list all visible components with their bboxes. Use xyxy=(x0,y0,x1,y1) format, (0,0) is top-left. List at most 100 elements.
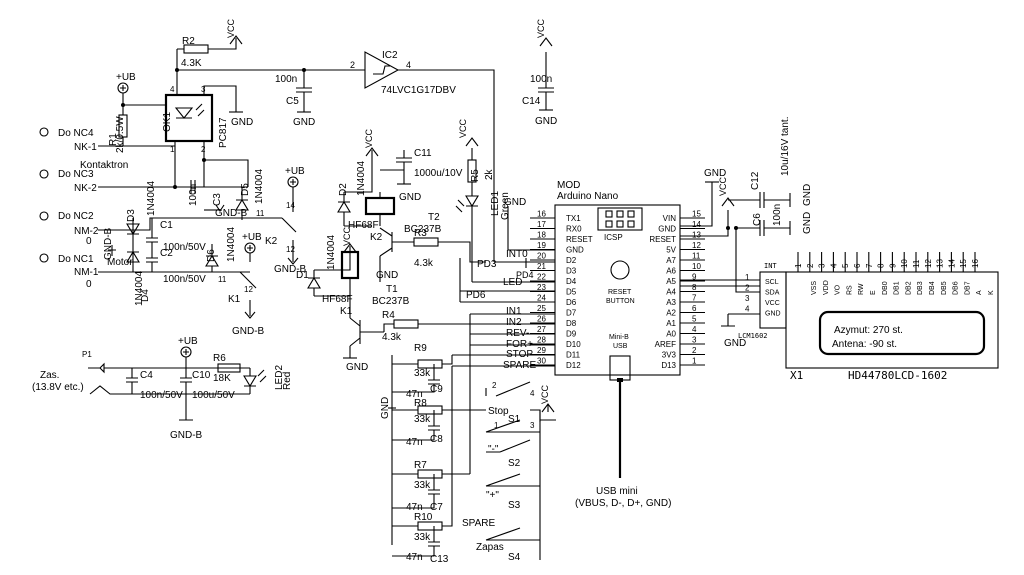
k1-pin12: 12 xyxy=(244,285,253,294)
motor-label: Motor xyxy=(107,257,133,268)
nano-left-pin-name: D2 xyxy=(566,256,577,265)
nano-right-pin-number: 2 xyxy=(692,346,697,355)
c4-label: C4 xyxy=(140,370,153,381)
hf68-k1: HF68F xyxy=(322,294,353,305)
lcd-pin-number: 6 xyxy=(853,263,862,268)
c6-gnd: GND xyxy=(802,212,813,234)
lcd-pin-name: RS xyxy=(846,285,853,295)
nano-right-pin-name: VIN xyxy=(663,214,677,223)
c10-capacitor: C10 100u/50V xyxy=(180,368,235,401)
c3-capacitor: 100n C3 xyxy=(174,146,223,206)
c14-vcc: VCC xyxy=(536,18,546,38)
zas-voltage: (13.8V etc.) xyxy=(32,382,84,393)
vcc-r2: VCC xyxy=(226,18,236,38)
nano-left-pin-number: 26 xyxy=(537,315,546,324)
s1-label: S1 xyxy=(508,414,521,425)
lcd-pin-name: DB0 xyxy=(882,281,889,295)
reset-button-label: RESET xyxy=(608,289,632,296)
gndb-1: GND-B xyxy=(215,208,248,219)
r10-label: R10 xyxy=(414,512,433,523)
nano-right-pin-name: A3 xyxy=(666,298,676,307)
nano-left-pin-name: D10 xyxy=(566,340,581,349)
plus-button-label: "+" xyxy=(486,490,499,501)
c1-c2-capacitors: C1 100n/50V C2 100n/50V Motor xyxy=(107,218,206,285)
ok1-pin4: 4 xyxy=(170,85,175,94)
ic2-pin4: 4 xyxy=(406,60,411,70)
r7-c7: R7 33k 47n C7 xyxy=(392,460,470,513)
vcc-k1: VCC xyxy=(342,226,352,246)
s4-switch: Zapas S4 xyxy=(476,527,540,563)
in1-label: IN1 xyxy=(506,306,522,317)
lcd-pins: 1VSS2VDD3VO4RS5RW6E7DB08DB19DB210DB311DB… xyxy=(794,252,995,295)
i2c-pin-name: SCL xyxy=(765,279,779,286)
lcd-pin-name: DB2 xyxy=(905,281,912,295)
nano-left-pin-name: D8 xyxy=(566,319,577,328)
r3-resistor: R3 4.3k xyxy=(404,228,486,269)
nc2-label: Do NC2 xyxy=(58,211,94,222)
ic2-part: 74LVC1G17DBV xyxy=(381,85,456,96)
lcd-pin-number: 14 xyxy=(947,259,956,268)
int-label: INT xyxy=(764,262,777,270)
hf68-k2: HF68F xyxy=(348,220,379,231)
right-vcc: VCC xyxy=(718,176,728,196)
in2-label: IN2 xyxy=(506,317,522,328)
nano-right-pin-name: A5 xyxy=(666,277,676,286)
c6-capacitor: C6 100n GND xyxy=(736,204,813,236)
k2-pin12: 12 xyxy=(286,245,295,254)
lcd-pin-name: DB7 xyxy=(964,281,971,295)
s2-label: S2 xyxy=(508,458,521,469)
d5-value: 1N4004 xyxy=(254,169,265,204)
d5-diode: D5 1N4004 xyxy=(235,169,265,220)
s4-label: S4 xyxy=(508,552,521,563)
zero-2: 0 xyxy=(86,279,92,290)
ub-label-1: +UB xyxy=(116,72,136,83)
nc1-label: Do NC1 xyxy=(58,254,94,265)
c9-label: C9 xyxy=(430,384,443,395)
r1-value: 2k/0.5W xyxy=(115,116,126,153)
nano-right-pin-number: 8 xyxy=(692,283,697,292)
lcd-pin-number: 2 xyxy=(806,263,815,268)
nc4-label: Do NC4 xyxy=(58,128,94,139)
nano-right-pin-name: A7 xyxy=(666,256,676,265)
c13-label: C13 xyxy=(430,554,449,565)
k2-pin14: 14 xyxy=(286,201,295,210)
s1-switch: 2 1 4 3 Stop S1 xyxy=(485,381,541,433)
nano-left-pin-number: 21 xyxy=(537,262,546,271)
s3-label: S3 xyxy=(508,500,521,511)
hd44780-label: HD44780LCD-1602 xyxy=(848,369,947,382)
lcd-pin-number: 9 xyxy=(888,263,897,268)
pd6-label: PD6 xyxy=(466,290,486,301)
nano-right-pin-name: AREF xyxy=(655,340,676,349)
c9-value: 47n xyxy=(406,389,423,400)
r6-resistor: R6 18K xyxy=(213,353,241,384)
nano-left-pin-number: 23 xyxy=(537,283,546,292)
zapas-label: Zapas xyxy=(476,542,504,553)
spare-label: SPARE xyxy=(503,360,536,371)
lcm1602-label: LCM1602 xyxy=(738,332,768,340)
c1-value: 100n/50V xyxy=(163,242,206,253)
s2-switch: "-" S2 xyxy=(486,439,531,469)
d6-diode: D6 1N4004 xyxy=(205,227,237,272)
nano-right-pin-number: 5 xyxy=(692,315,697,324)
c14-capacitor: VCC 100n C14 GND xyxy=(522,18,557,127)
c7-value: 47n xyxy=(406,502,423,513)
nano-right-pin-name: A0 xyxy=(666,330,676,339)
r3-value: 4.3k xyxy=(414,258,434,269)
led2-label: LED2 xyxy=(274,365,285,390)
ub-supply-k2: +UB xyxy=(285,166,305,198)
c7-label: C7 xyxy=(430,502,443,513)
k1-coil-label: K1 xyxy=(340,306,353,317)
t1-gnd: GND xyxy=(376,270,398,281)
c8-value: 47n xyxy=(406,437,423,448)
c12-gnd: GND xyxy=(802,184,813,206)
nano-right-pin-name: A1 xyxy=(666,319,676,328)
nano-right-pin-name: A2 xyxy=(666,309,676,318)
lcd-pin-name: DB3 xyxy=(917,281,924,295)
c10-label: C10 xyxy=(192,370,211,381)
nano-left-pin-name: RX0 xyxy=(566,225,582,234)
c5-label: C5 xyxy=(286,96,299,107)
nano-left-pin-name: D5 xyxy=(566,288,577,297)
rev-label: REV- xyxy=(506,328,529,339)
led-net-label: LED xyxy=(503,277,522,288)
